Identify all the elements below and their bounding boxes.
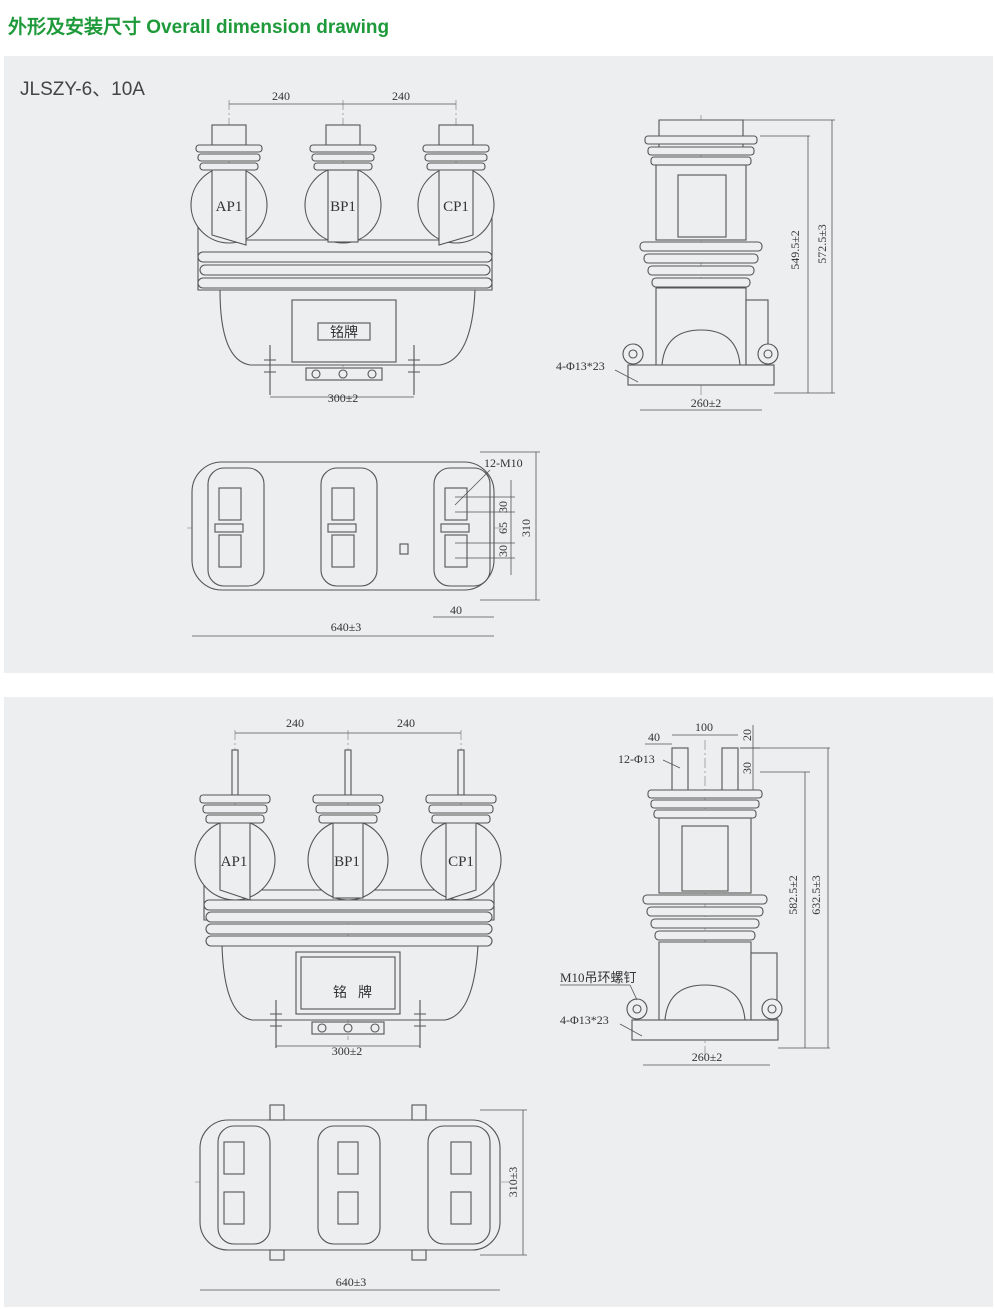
front-view-2: 240 240 <box>194 716 502 1058</box>
dim-40: 40 <box>648 730 660 744</box>
top-view-1: 12-M10 30 65 30 310 40 640±3 <box>187 451 540 637</box>
phase-label-a: AP1 <box>216 199 243 215</box>
holes-top-label: 12-Φ13 <box>618 752 655 766</box>
dim-20: 20 <box>740 729 754 741</box>
dim-depth-2: 310±3 <box>506 1167 520 1198</box>
dim-base-side-2: 260±2 <box>692 1050 723 1064</box>
drawing-panel-2: 240 240 <box>4 697 993 1307</box>
dim-offset: 40 <box>450 603 462 617</box>
holes-label-2: 4-Φ13*23 <box>560 1013 609 1027</box>
dim-spacing-right: 240 <box>392 89 410 103</box>
dim-width: 640±3 <box>331 620 362 634</box>
dim-b: 65 <box>496 522 510 534</box>
side-view-1: 549.5±2 572.5±3 4-Φ13*23 260±2 <box>556 115 835 411</box>
dim-height-2: 572.5±3 <box>815 224 829 264</box>
phase-label-b: BP1 <box>330 199 356 215</box>
dim-spacing-right-2: 240 <box>397 716 415 730</box>
phase-label-c: CP1 <box>443 199 469 215</box>
bolts-label: 12-M10 <box>484 456 523 470</box>
dim-height-2-2: 632.5±3 <box>809 875 823 915</box>
page-title: 外形及安装尺寸 Overall dimension drawing <box>8 17 390 38</box>
dim-base-front: 300±2 <box>328 391 359 405</box>
nameplate-label: 铭牌 <box>330 324 358 341</box>
drawing-svg-1: AP1 BP1 CP1 240 240 铭牌 300±2 <box>187 89 835 637</box>
phase-label-b-2: BP1 <box>334 854 360 870</box>
phase-label-a-2: AP1 <box>221 854 248 870</box>
nameplate-char-1: 铭 <box>333 985 347 1001</box>
holes-label: 4-Φ13*23 <box>556 359 605 373</box>
model-label: JLSZY-6、10A <box>20 79 145 100</box>
side-view-2: 40 100 20 30 12-Φ13 <box>560 720 830 1066</box>
dim-height-1-2: 582.5±2 <box>786 875 800 915</box>
dim-depth: 310 <box>519 519 533 537</box>
drawing-svg-2: 240 240 <box>194 716 830 1291</box>
dim-spacing-left: 240 <box>272 89 290 103</box>
dim-base-side: 260±2 <box>691 396 722 410</box>
eyebolt-label: M10吊环螺钉 <box>560 970 637 985</box>
dim-width-2: 640±3 <box>336 1275 367 1289</box>
nameplate-char-2: 牌 <box>358 984 372 1001</box>
dim-base-front-2: 300±2 <box>332 1044 363 1058</box>
front-view-1: AP1 BP1 CP1 240 240 铭牌 300±2 <box>190 89 495 405</box>
dim-spacing-left-2: 240 <box>286 716 304 730</box>
top-view-2: 310±3 640±3 <box>195 1104 527 1291</box>
dim-30: 30 <box>740 762 754 774</box>
dim-a: 30 <box>496 501 510 513</box>
drawing-panel-jlszy: JLSZY-6、10A <box>4 56 993 673</box>
dim-height-1: 549.5±2 <box>788 230 802 270</box>
phase-label-c-2: CP1 <box>448 854 474 870</box>
dim-c: 30 <box>496 545 510 557</box>
dim-100: 100 <box>695 720 713 734</box>
